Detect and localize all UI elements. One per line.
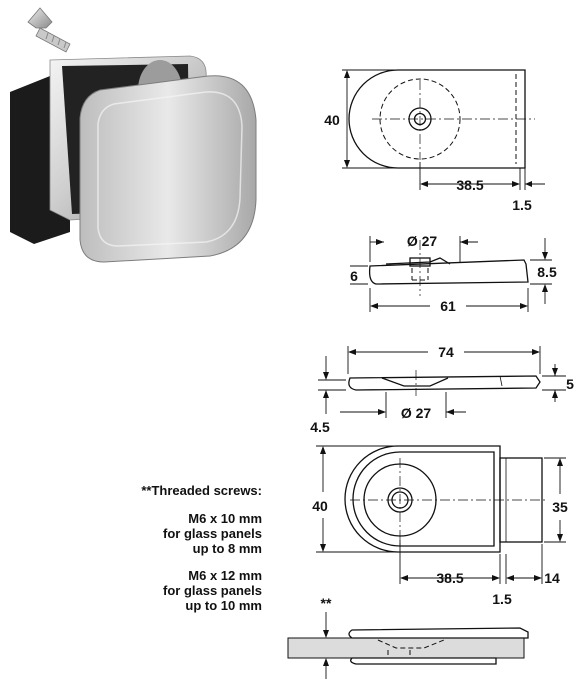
screw2-line2: for glass panels [163,583,262,598]
dim-bottom-gap: 1.5 [492,591,512,607]
dim-bottom-right: 35 [552,499,568,515]
screw-image [27,7,71,53]
screw2-line3: up to 10 mm [185,598,262,613]
screw1-line1: M6 x 10 mm [188,511,262,526]
side-view [350,236,552,312]
top-view [342,69,545,190]
notes-heading: **Threaded screws: [141,483,262,498]
plate-view [318,346,566,418]
dim-bottom-depth: 14 [544,570,560,586]
dim-top-length: 38.5 [456,177,483,193]
dim-plate-left: 4.5 [310,419,330,435]
dim-top-height: 40 [324,112,340,128]
dim-plate-dia: Ø 27 [401,405,432,421]
installed-section [287,612,529,679]
asterisk-marker: ** [321,595,332,611]
dim-side-length: 61 [440,298,456,314]
dim-bottom-length: 38.5 [436,570,463,586]
product-photo [10,7,257,263]
dim-bottom-height: 40 [312,498,328,514]
dim-side-thick: 8.5 [537,264,557,280]
dim-plate-thick: 5 [566,376,574,392]
dim-plate-length: 74 [438,344,454,360]
screw1-line3: up to 8 mm [192,541,262,556]
dim-side-thin: 6 [350,268,358,284]
screw-notes: **Threaded screws: M6 x 10 mm for glass … [92,483,262,613]
dimension-labels: 40 38.5 1.5 Ø 27 6 8.5 61 74 5 4.5 Ø 27 … [310,112,574,611]
bottom-view [316,445,566,584]
screw2-line1: M6 x 12 mm [188,568,262,583]
dim-side-dia: Ø 27 [407,233,438,249]
screw1-line2: for glass panels [163,526,262,541]
dim-top-gap: 1.5 [512,197,532,213]
